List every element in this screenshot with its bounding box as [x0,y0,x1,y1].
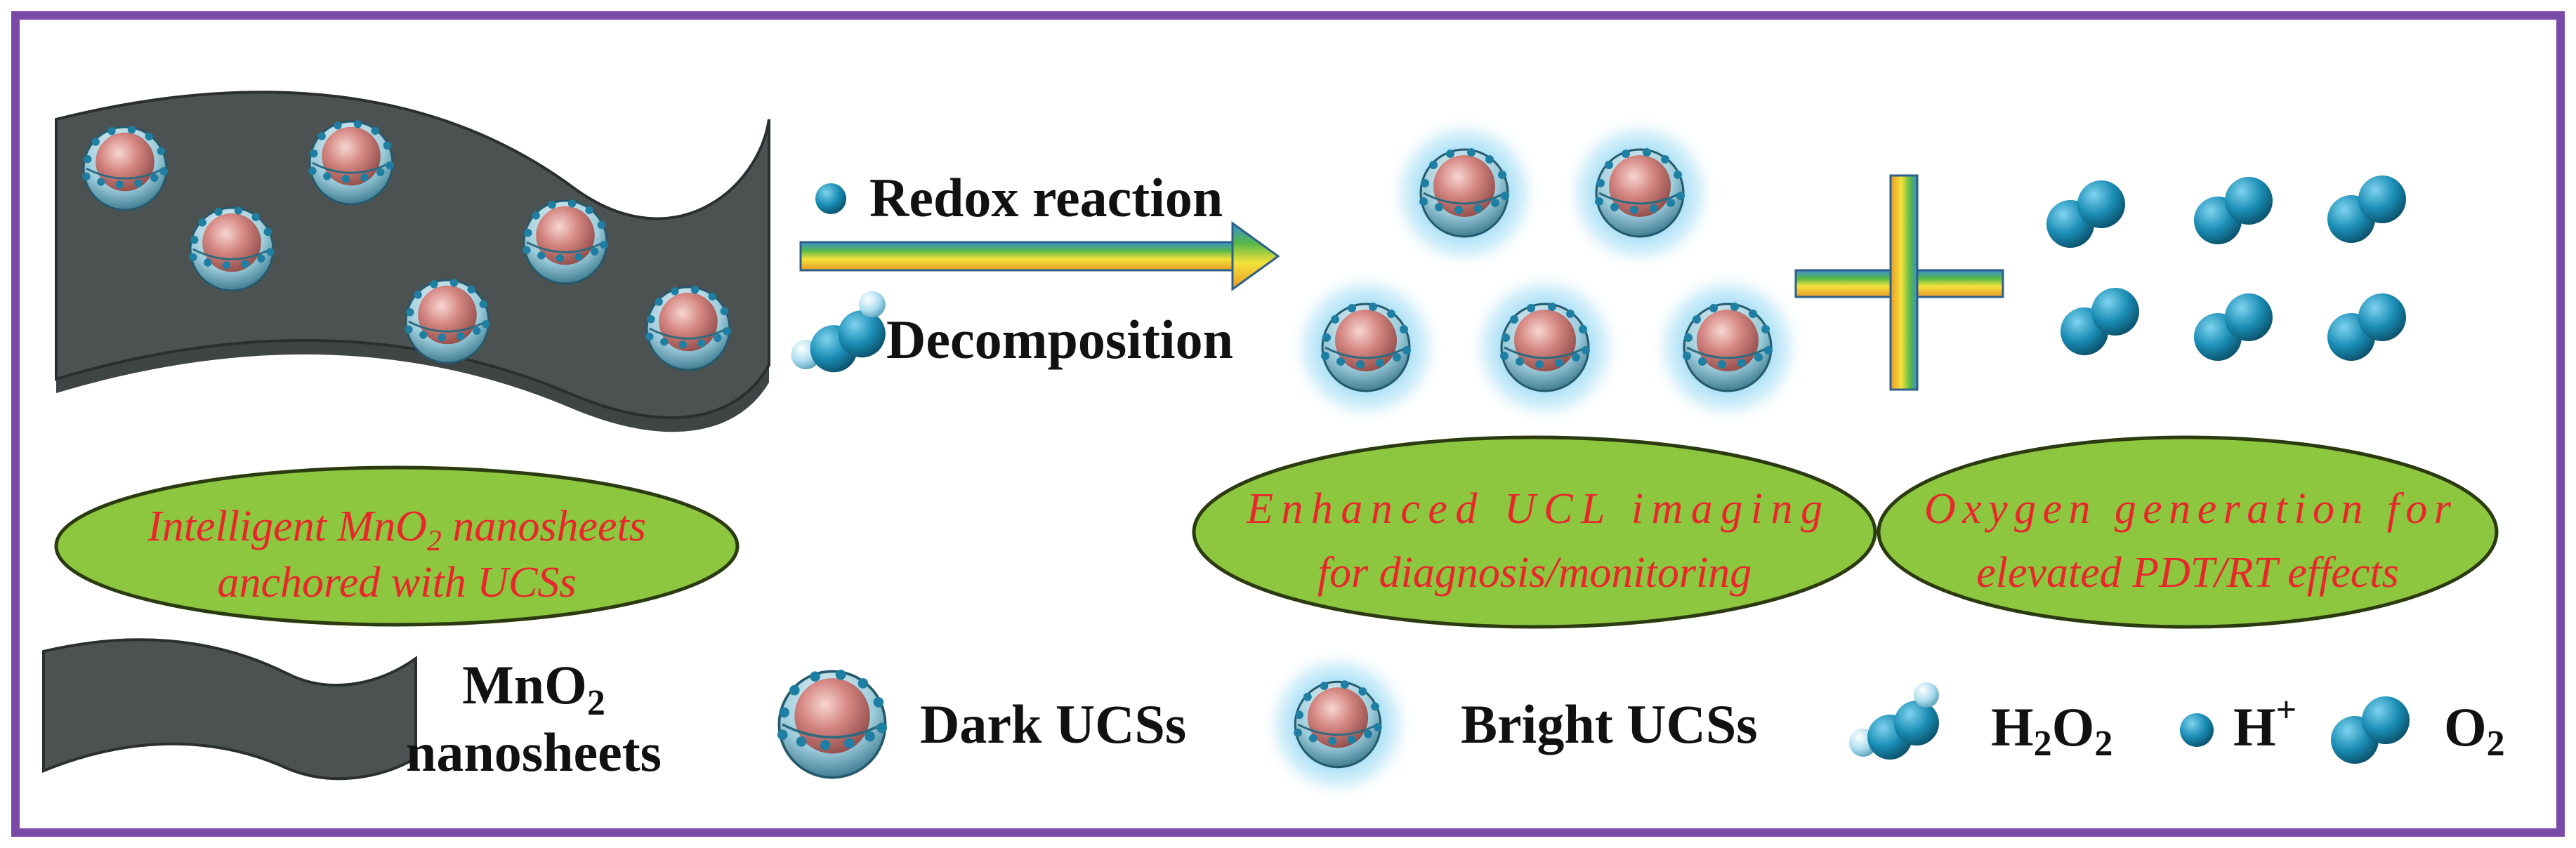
o2-molecule-icon [2194,293,2273,361]
legend-mno2-main: MnO [462,654,587,715]
bright-ucs-cluster [1287,114,1806,426]
legend-mno2-sub: 2 [587,683,605,723]
ellipse-right-line1: Oxygen generation for [1924,485,2452,533]
legend-hplus-sup: + [2276,690,2297,730]
ellipse-left-line1-rest: nanosheets [442,503,646,550]
o2-molecule-icon [2327,293,2406,361]
ellipse-left: Intelligent MnO2 nanosheets anchored wit… [54,465,740,627]
svg-text:O2: O2 [2444,696,2505,764]
legend-h2o2-h: H [1991,696,2034,757]
svg-text:Intelligent MnO2 nanosheets: Intelligent MnO2 nanosheets [147,503,646,557]
o2-molecule-icon [2331,696,2410,764]
o2-molecule-icon [2046,180,2125,248]
h-plus-ion-icon [815,183,846,214]
legend-h2o2-sub1: 2 [2034,724,2052,764]
bright-ucs-icon [1466,269,1624,426]
ellipse-right-line2: elevated PDT/RT effects [1976,549,2398,597]
legend: MnO2 nanosheets Dark UCSs Bright UCSs H2… [42,638,2505,802]
bright-ucs-icon [1386,114,1543,272]
ellipse-left-sub: 2 [427,525,442,557]
legend-h2o2-sub2: 2 [2094,724,2112,764]
bright-ucs-icon [1287,269,1445,426]
mno2-nanosheet-icon [42,638,417,781]
ellipse-middle-line2: for diagnosis/monitoring [1317,549,1752,597]
legend-mno2-line2: nanosheets [406,722,662,783]
ellipse-left-line1: Intelligent MnO [147,503,427,550]
bright-ucs-icon [1261,647,1415,802]
ellipse-middle: Enhanced UCL imaging for diagnosis/monit… [1192,435,1877,629]
plus-sign-icon [1794,174,2004,391]
svg-text:MnO2: MnO2 [462,654,605,723]
o2-molecule-icon [2061,288,2139,355]
legend-o2-sub: 2 [2487,724,2505,764]
legend-o2-o: O [2444,696,2487,757]
legend-dark-ucs: Dark UCSs [920,694,1186,755]
oxygen-molecules [2046,175,2406,361]
o2-molecule-icon [2194,177,2273,244]
outer-frame [11,11,2565,837]
reaction-arrow-icon [799,221,1280,291]
h-plus-ion-icon [2180,713,2214,747]
bright-ucs-icon [1561,114,1719,272]
bright-ucs-icon [1649,269,1806,426]
redox-label: Redox reaction [869,167,1223,228]
ellipse-middle-line1: Enhanced UCL imaging [1246,485,1822,533]
h2o2-molecule-icon [791,291,886,373]
ellipse-left-line2: anchored with UCSs [218,559,577,607]
o2-molecule-icon [2327,175,2406,243]
ellipse-right: Oxygen generation for elevated PDT/RT ef… [1877,435,2499,629]
decomposition-label: Decomposition [886,309,1233,370]
legend-hplus-h: H [2233,696,2276,757]
mno2-nanosheet-with-ucss [55,91,770,432]
dark-ucs-icon [776,668,888,779]
svg-text:H2O2: H2O2 [1991,696,2112,764]
h2o2-molecule-icon [1849,682,1939,760]
legend-h2o2-o: O [2052,696,2095,757]
legend-bright-ucs: Bright UCSs [1461,694,1758,755]
svg-text:H+: H+ [2233,690,2296,757]
